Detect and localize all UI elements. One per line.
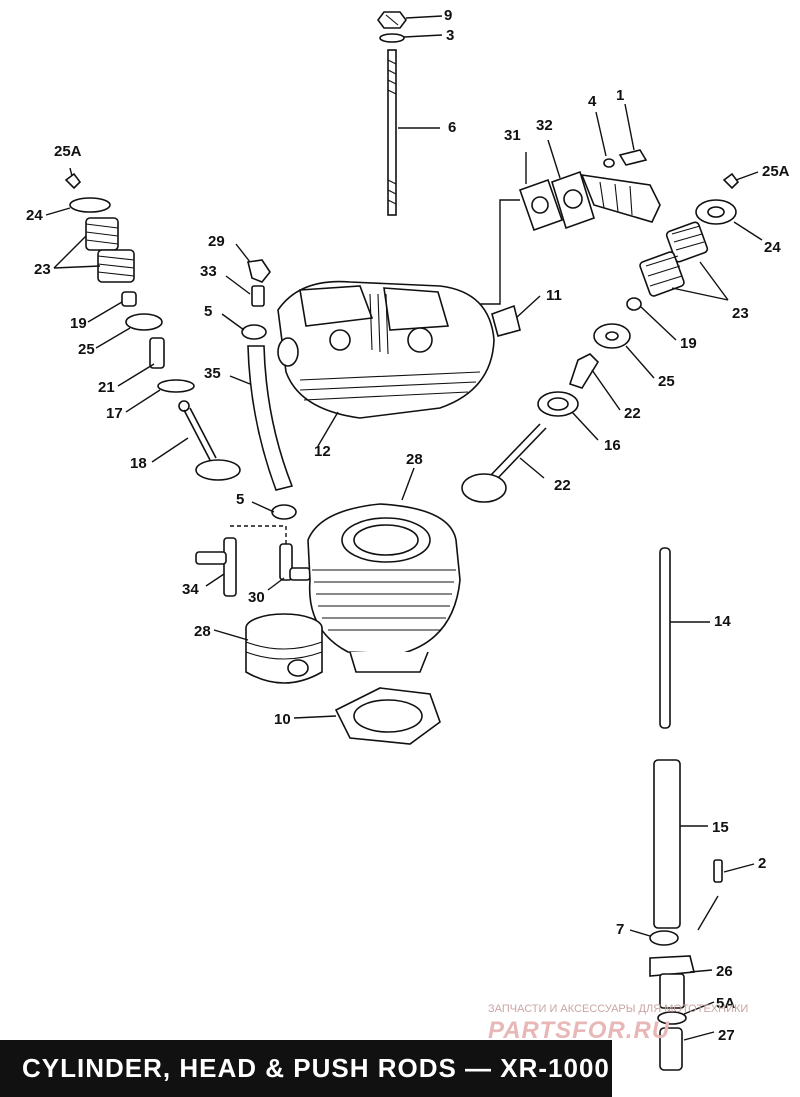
callout-18: 18 [130, 455, 147, 472]
callout-16: 16 [604, 437, 621, 454]
cylinder-head [277, 280, 495, 419]
callout-5-lower: 5 [236, 491, 244, 508]
callout-7: 7 [616, 921, 624, 938]
callout-28-piston: 28 [194, 623, 211, 640]
callout-24-right: 24 [764, 239, 781, 256]
watermark-tagline: ЗАПЧАСТИ И АКСЕССУАРЫ ДЛЯ МОТОТЕХНИКИ [488, 1003, 749, 1015]
cylinder-stud-assembly [377, 11, 407, 216]
callout-29: 29 [208, 233, 225, 250]
piston [245, 613, 323, 684]
callout-22-upper: 22 [624, 405, 641, 422]
cylinder-barrel [307, 503, 461, 673]
callout-34: 34 [182, 581, 199, 598]
callout-33: 33 [200, 263, 217, 280]
oil-line-fittings [195, 259, 311, 597]
callout-5-upper: 5 [204, 303, 212, 320]
callout-25a-right: 25A [762, 163, 790, 180]
callout-26: 26 [716, 963, 733, 980]
callout-2: 2 [758, 855, 766, 872]
title-bar: CYLINDER, HEAD & PUSH RODS — XR-1000 [0, 1040, 612, 1097]
callout-12: 12 [314, 443, 331, 460]
push-rod [659, 547, 671, 729]
base-gasket [334, 687, 441, 745]
callout-17: 17 [106, 405, 123, 422]
callout-11: 11 [546, 287, 562, 304]
callout-6: 6 [448, 119, 456, 136]
callout-labels: 9 3 6 4 1 31 32 25A 25A 24 24 23 23 29 3… [26, 7, 790, 1044]
callout-35: 35 [204, 365, 221, 382]
callout-19-right: 19 [680, 335, 697, 352]
callout-24-left: 24 [26, 207, 43, 224]
callout-28-cylinder: 28 [406, 451, 423, 468]
callout-4: 4 [588, 93, 597, 110]
callout-27: 27 [718, 1027, 735, 1044]
tappet-block-parts [649, 859, 723, 1071]
callout-23-left: 23 [34, 261, 51, 278]
callout-31: 31 [504, 127, 521, 144]
callout-9: 9 [444, 7, 452, 24]
callout-22-lower: 22 [554, 477, 571, 494]
left-valve-train [64, 172, 241, 481]
callout-25-left: 25 [78, 341, 95, 358]
callout-5a: 5A [716, 995, 735, 1012]
right-valve-train [461, 172, 740, 503]
callout-30: 30 [248, 589, 265, 606]
callout-14: 14 [714, 613, 731, 630]
watermark-brand: PARTSFOR.RU [488, 1017, 671, 1044]
callout-1: 1 [616, 87, 624, 104]
callout-32: 32 [536, 117, 553, 134]
watermark: ЗАПЧАСТИ И АКСЕССУАРЫ ДЛЯ МОТОТЕХНИКИ PA… [488, 1003, 800, 1044]
diagram-title: CYLINDER, HEAD & PUSH RODS — XR-1000 [22, 1053, 610, 1083]
callout-19-left: 19 [70, 315, 87, 332]
callout-15: 15 [712, 819, 729, 836]
callout-3: 3 [446, 27, 454, 44]
callout-10: 10 [274, 711, 291, 728]
intake-manifold-parts [518, 149, 661, 232]
push-rod-cover [653, 759, 681, 929]
callout-23-right: 23 [732, 305, 749, 322]
callout-25a-left: 25A [54, 143, 82, 160]
intake-spigot [491, 304, 521, 337]
callout-21: 21 [98, 379, 115, 396]
callout-25-right: 25 [658, 373, 675, 390]
